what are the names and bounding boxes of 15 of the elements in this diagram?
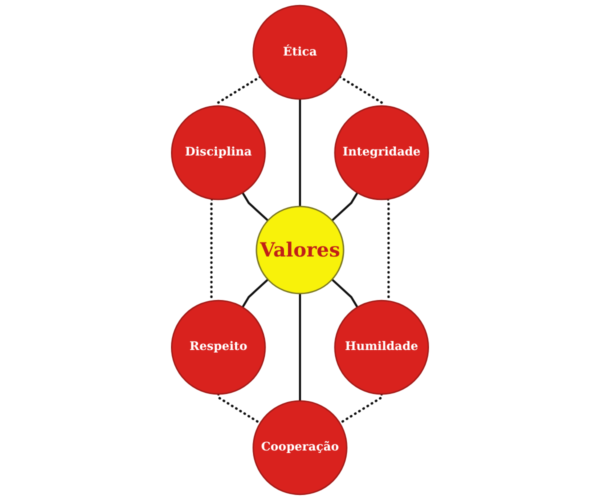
node-circle: Disciplina bbox=[170, 105, 266, 200]
node-circle: Cooperação bbox=[252, 400, 348, 496]
connector bbox=[242, 192, 269, 222]
connector bbox=[331, 278, 358, 308]
node-circle: Humildade bbox=[334, 300, 430, 395]
connector bbox=[298, 99, 302, 206]
connector bbox=[331, 192, 358, 222]
connector bbox=[217, 392, 262, 424]
node-circle: Respeito bbox=[170, 300, 266, 395]
node-circle: Valores bbox=[256, 206, 344, 294]
node-circle: Integridade bbox=[334, 105, 430, 200]
node-circle: Ética bbox=[252, 4, 348, 100]
connector bbox=[298, 294, 302, 401]
connector bbox=[242, 278, 269, 308]
connector bbox=[338, 392, 383, 424]
